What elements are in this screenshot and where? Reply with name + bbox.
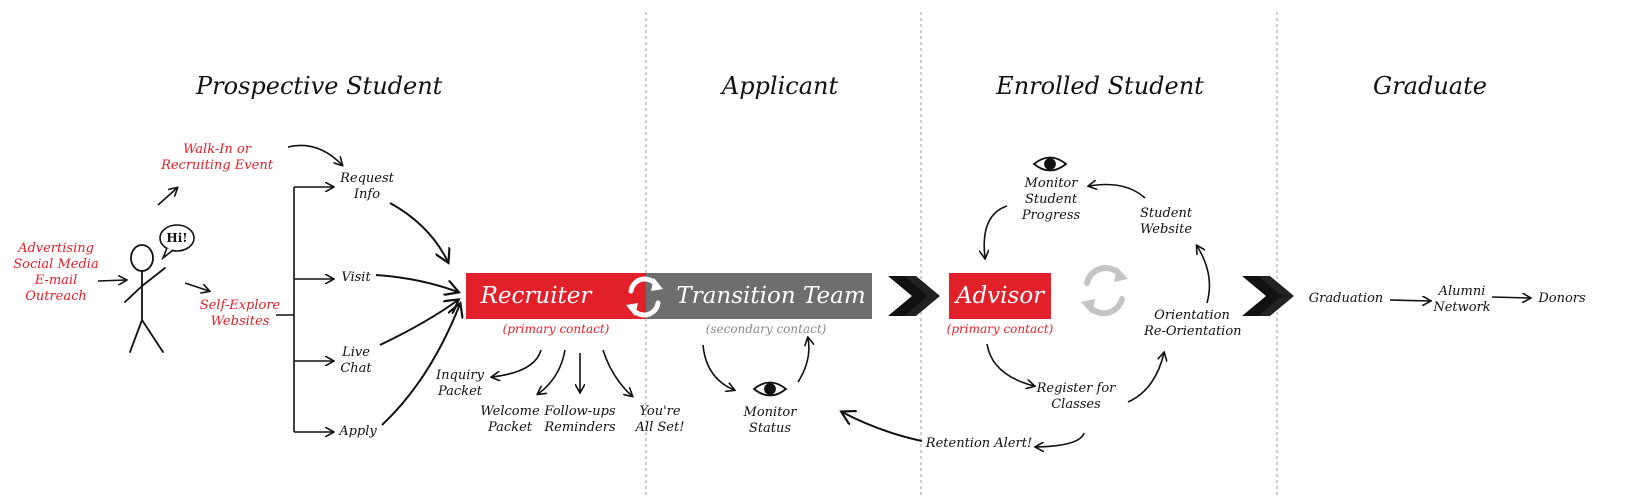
stage-heading-applicant: Applicant (721, 72, 839, 100)
alumni-network-label: Alumni Network (1433, 284, 1491, 315)
stick-figure-icon (124, 244, 166, 353)
transition-team-box: Transition Team (646, 273, 872, 319)
register-classes-label: Register for Classes (1036, 381, 1116, 412)
stage-chevron-arrow-2 (1242, 276, 1294, 316)
arrow-request-to-recruiter (389, 202, 448, 262)
advisor-box: Advisor (949, 273, 1051, 319)
graduation-label: Graduation (1308, 291, 1384, 306)
walkin-label: Walk-In or Recruiting Event (161, 142, 273, 173)
arrow-monitor-to-advisor (984, 205, 1008, 258)
arrow-graduation-to-alumni (1389, 300, 1430, 301)
transition-sublabel: (secondary contact) (705, 322, 827, 336)
speech-bubble-text: Hi! (166, 231, 188, 245)
student-website-label: Student Website (1139, 206, 1193, 237)
refresh-cycle-icon (1081, 265, 1128, 317)
channel-request-info: Request Info (340, 171, 394, 202)
orientation-label: Orientation Re-Orientation (1144, 308, 1242, 339)
arrow-chat-to-recruiter (379, 300, 458, 346)
arrow-walkin-to-request (287, 144, 342, 165)
arrow-register-to-retention (1036, 432, 1085, 447)
inquiry-packet-label: Inquiry Packet (436, 368, 484, 399)
arrow-to-allset (602, 349, 632, 396)
arrow-outreach-to-figure (97, 280, 126, 281)
donors-label: Donors (1538, 291, 1586, 306)
monitor-progress-label: Monitor Student Progress (1021, 176, 1081, 223)
followups-label: Follow-ups Reminders (544, 404, 616, 435)
stage-heading-prospective: Prospective Student (196, 72, 443, 100)
selfexplore-label: Self-Explore Websites (199, 298, 281, 329)
stage-chevron-arrow-1 (888, 276, 940, 316)
eye-icon-monitor-status (752, 381, 788, 397)
recruiter-box: Recruiter (466, 273, 646, 319)
arrow-monitor-to-transition (797, 338, 809, 383)
welcome-packet-label: Welcome Packet (480, 404, 540, 435)
arrow-alumni-to-donors (1491, 297, 1530, 298)
outreach-label: Advertising Social Media E-mail Outreach (13, 241, 99, 304)
recruiter-label: Recruiter (480, 283, 592, 309)
all-set-label: You're All Set! (635, 404, 685, 435)
arrow-to-inquiry (492, 349, 542, 377)
arrow-orientation-to-website (1197, 246, 1211, 304)
stage-heading-enrolled: Enrolled Student (996, 72, 1204, 100)
arrow-advisor-to-register (986, 343, 1034, 386)
arrow-visit-to-recruiter (375, 274, 458, 292)
arrow-figure-to-selfexplore (184, 282, 209, 291)
arrow-apply-to-recruiter (381, 304, 460, 426)
arrow-retention-to-monitor-status (842, 412, 923, 442)
advisor-label: Advisor (955, 283, 1045, 309)
advisor-sublabel: (primary contact) (946, 322, 1054, 336)
channel-bracket (276, 187, 333, 432)
channel-apply: Apply (339, 424, 377, 439)
recruiter-sublabel: (primary contact) (502, 322, 610, 336)
channel-live-chat: Live Chat (340, 345, 372, 376)
stage-heading-graduate: Graduate (1373, 72, 1487, 100)
eye-icon-monitor-progress (1032, 156, 1068, 172)
retention-alert-label: Retention Alert! (925, 436, 1033, 451)
arrow-to-monitor-status (702, 344, 734, 390)
monitor-status-label: Monitor Status (743, 405, 797, 436)
speech-bubble-icon (159, 224, 195, 261)
channel-visit: Visit (341, 270, 371, 285)
transition-team-label: Transition Team (676, 283, 866, 309)
arrow-to-welcome (538, 349, 566, 394)
arrow-figure-to-walkin (157, 188, 177, 206)
arrow-register-to-orientation (1127, 353, 1164, 403)
arrow-website-to-monitor (1089, 185, 1146, 199)
